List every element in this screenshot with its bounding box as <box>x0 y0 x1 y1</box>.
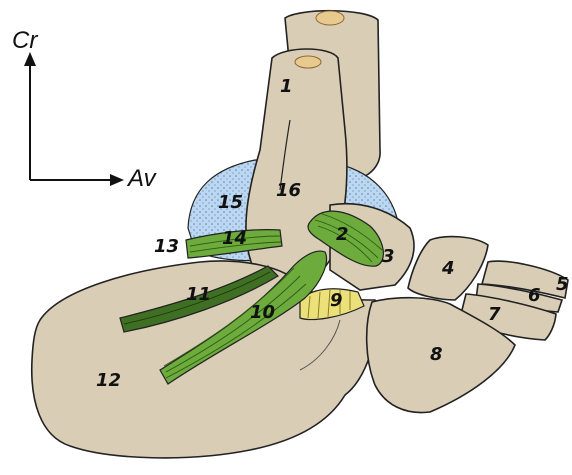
anterior-axis-label: Av <box>126 165 158 192</box>
label-1: 1 <box>280 76 293 97</box>
label-7: 7 <box>488 304 501 325</box>
anterior-arrowhead <box>110 174 124 186</box>
label-16: 16 <box>276 180 301 201</box>
label-13: 13 <box>154 236 179 257</box>
orientation-axes: Cr Av <box>12 27 158 192</box>
label-3: 3 <box>382 246 395 267</box>
cranial-arrowhead <box>24 52 36 66</box>
cranial-axis-label: Cr <box>12 27 38 54</box>
label-6: 6 <box>528 285 541 306</box>
fibula-marrow <box>295 56 321 68</box>
label-11: 11 <box>186 284 211 305</box>
label-14: 14 <box>222 228 247 249</box>
label-4: 4 <box>441 258 455 279</box>
label-2: 2 <box>336 224 349 245</box>
label-15: 15 <box>218 192 243 213</box>
label-8: 8 <box>430 344 443 365</box>
label-10: 10 <box>250 302 275 323</box>
label-9: 9 <box>330 290 343 311</box>
label-5: 5 <box>556 274 569 295</box>
label-12: 12 <box>96 370 121 391</box>
tibia-marrow <box>316 11 344 25</box>
